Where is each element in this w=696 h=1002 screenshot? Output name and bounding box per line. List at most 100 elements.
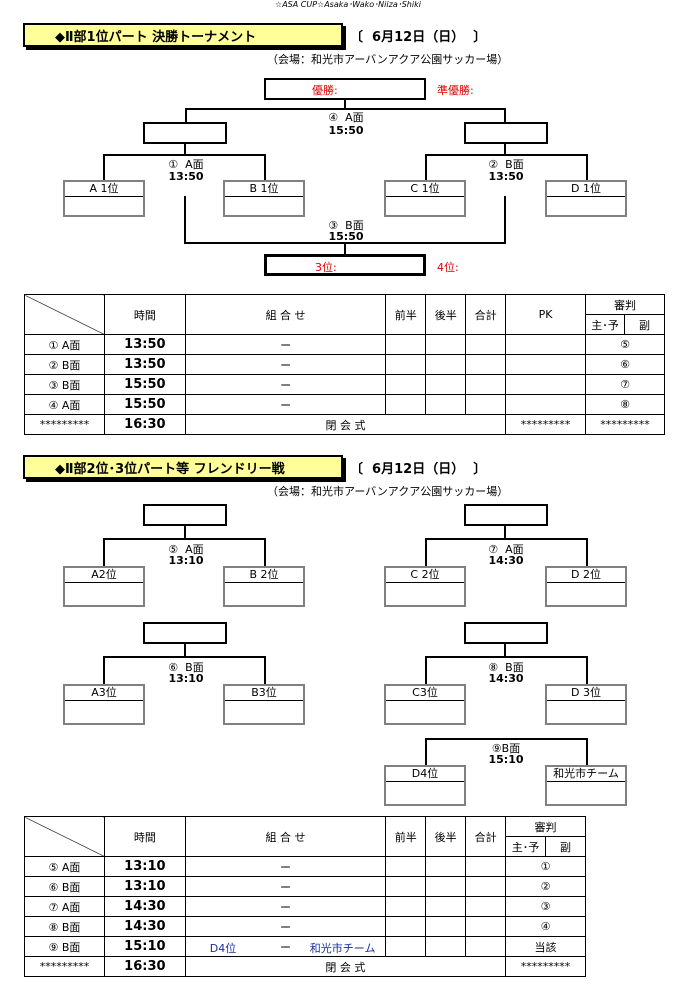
- header-time: 時間: [103, 816, 186, 857]
- ref-cell: ①: [505, 856, 586, 877]
- ref-cell: *********: [505, 956, 586, 977]
- match6-label: ⑥ B面: [168, 661, 204, 674]
- team-d2: D 2位: [545, 566, 627, 607]
- combo-cell: D4位 ー 和光市チーム: [184, 936, 387, 957]
- team-b2-name: B 2位: [225, 568, 303, 583]
- time-cell: 14:30: [103, 916, 186, 937]
- team-b2: B 2位: [223, 566, 305, 607]
- header-second-half: 後半: [425, 816, 467, 857]
- section2-venue: （会場：和光市アーバンアクア公園サッカー場）: [267, 485, 509, 498]
- combo-cell: ー: [184, 896, 387, 917]
- ref-cell: *********: [585, 414, 665, 435]
- team-d1: D 1位: [545, 180, 627, 217]
- header-first-half: 前半: [385, 816, 427, 857]
- match-cell: ⑥ B面: [24, 876, 105, 897]
- section1-title-text: ◆Ⅱ部1位パート 決勝トーナメント: [55, 29, 257, 45]
- team-d2-name: D 2位: [547, 568, 625, 583]
- match-cell: *********: [24, 414, 105, 435]
- ref-cell: ⑦: [585, 374, 665, 395]
- combo-cell: ー: [184, 916, 387, 937]
- section2-date: 〔 6月12日（日） 〕: [350, 462, 487, 477]
- match-cell: ⑧ B面: [24, 916, 105, 937]
- match8-winner-box: [464, 622, 548, 644]
- header-ref-sub: 副: [545, 836, 586, 857]
- combo-right-team: 和光市チーム: [309, 942, 376, 955]
- team-c2-name: C 2位: [386, 568, 464, 583]
- team-c2: C 2位: [384, 566, 466, 607]
- time-cell: 14:30: [103, 896, 186, 917]
- final-label: ④ A面: [328, 111, 364, 124]
- header-second-half: 後半: [425, 294, 467, 335]
- champion-label: 優勝:: [312, 84, 338, 97]
- header-total: 合計: [465, 294, 507, 335]
- team-a2: A2位: [63, 566, 145, 607]
- combo-cell: ー: [184, 394, 387, 415]
- team-wako: 和光市チーム: [545, 765, 627, 806]
- ref-cell: ⑥: [585, 354, 665, 375]
- header-referee: 審判: [585, 294, 665, 315]
- semi2-time: 13:50: [488, 170, 524, 183]
- closing-ceremony: 閉 会 式: [184, 956, 507, 977]
- table-row: ① A面 13:50 ー ⑤: [24, 334, 665, 355]
- runner-up-label: 準優勝:: [437, 84, 474, 97]
- combo-cell: ー: [184, 856, 387, 877]
- match8-label: ⑧ B面: [488, 661, 524, 674]
- match6-winner-box: [143, 622, 227, 644]
- team-wako-name: 和光市チーム: [547, 767, 625, 782]
- section1-title: ◆Ⅱ部1位パート 決勝トーナメント: [23, 23, 343, 47]
- table-row: ⑤ A面 13:10 ー ①: [24, 856, 586, 877]
- match5-label: ⑤ A面: [168, 543, 204, 556]
- ref-cell: ⑧: [585, 394, 665, 415]
- ref-cell: ⑤: [585, 334, 665, 355]
- corner-cell: [24, 816, 105, 857]
- table-row: ④ A面 15:50 ー ⑧: [24, 394, 665, 415]
- team-d3-name: D 3位: [547, 686, 625, 701]
- combo-dash: ー: [280, 940, 292, 954]
- semi1-time: 13:50: [168, 170, 204, 183]
- time-cell: 15:50: [103, 394, 186, 415]
- time-cell: 16:30: [103, 414, 186, 435]
- results-table-1: 時間 組 合 せ 前半 後半 合計 PK 審判 主･予 副 ① A面 13:50…: [24, 294, 666, 435]
- corner-cell: [24, 294, 105, 335]
- team-c3: C3位: [384, 684, 466, 725]
- time-cell: 13:50: [103, 334, 186, 355]
- team-a1: A 1位: [63, 180, 145, 217]
- match7-label: ⑦ A面: [488, 543, 524, 556]
- champion-box: 優勝:: [264, 78, 426, 100]
- table-row: ⑦ A面 14:30 ー ③: [24, 896, 586, 917]
- match7-winner-box: [464, 504, 548, 526]
- team-d4: D4位: [384, 765, 466, 806]
- cup-header: ☆ASA CUP☆Asaka･Wako･Niiza･Shiki: [275, 0, 421, 9]
- match9-time: 15:10: [488, 753, 524, 766]
- ref-cell: 当該: [505, 936, 586, 957]
- combo-cell: ー: [184, 354, 387, 375]
- match-cell: ③ B面: [24, 374, 105, 395]
- team-c1: C 1位: [384, 180, 466, 217]
- header-combo: 組 合 せ: [184, 816, 387, 857]
- header-referee: 審判: [505, 816, 586, 837]
- header-ref-sub: 副: [623, 314, 666, 335]
- header-ref-main: 主･予: [585, 314, 625, 335]
- table-row: ② B面 13:50 ー ⑥: [24, 354, 665, 375]
- match7-time: 14:30: [488, 554, 524, 567]
- time-cell: 15:10: [103, 936, 186, 957]
- fourth-place-label: 4位:: [437, 261, 459, 274]
- time-cell: 13:10: [103, 876, 186, 897]
- ref-cell: ②: [505, 876, 586, 897]
- table-row: ⑨ B面 15:10 D4位 ー 和光市チーム 当該: [24, 936, 586, 957]
- header-combo: 組 合 せ: [184, 294, 387, 335]
- match5-time: 13:10: [168, 554, 204, 567]
- team-a3: A3位: [63, 684, 145, 725]
- results-table-2: 時間 組 合 せ 前半 後半 合計 審判 主･予 副 ⑤ A面 13:10 ー …: [24, 816, 586, 977]
- finalist-box-left: [143, 122, 227, 144]
- third-place-label: 3位:: [315, 261, 337, 274]
- match9-label: ⑨B面: [491, 742, 521, 755]
- semi2-label: ② B面: [488, 158, 524, 171]
- pk-cell: *********: [505, 414, 587, 435]
- third-time: 15:50: [328, 230, 364, 243]
- section1-venue: （会場：和光市アーバンアクア公園サッカー場）: [267, 53, 509, 66]
- team-b3-name: B3位: [225, 686, 303, 701]
- combo-left-team: D4位: [209, 942, 237, 955]
- team-a2-name: A2位: [65, 568, 143, 583]
- header-pk: PK: [505, 294, 587, 335]
